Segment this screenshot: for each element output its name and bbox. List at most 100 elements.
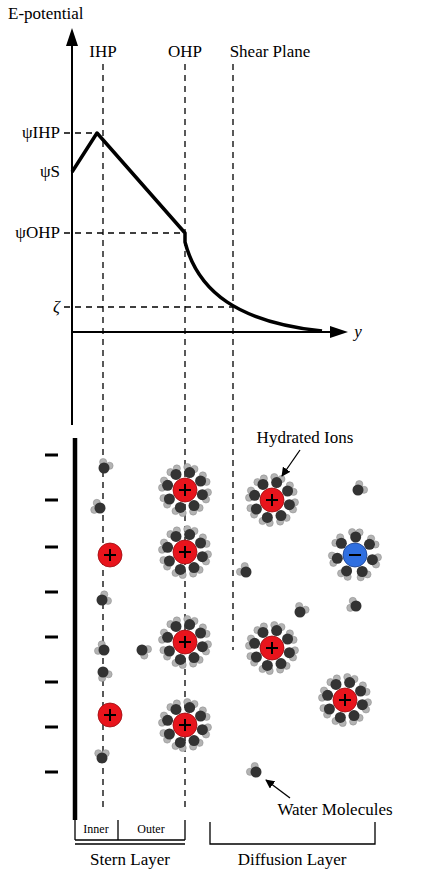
plus-sign: [179, 546, 191, 558]
oxygen-atom: [164, 729, 175, 740]
water-molecule: [246, 763, 261, 778]
oxygen-atom: [195, 538, 206, 549]
oxygen-atom: [332, 553, 343, 564]
water-molecule: [167, 465, 182, 480]
ions-and-water: [91, 458, 382, 777]
oxygen-atom: [364, 539, 375, 550]
hydrated-ion: [328, 529, 381, 581]
layer-label: Stern Layer: [90, 851, 170, 870]
water-molecule: [189, 562, 204, 577]
plus-sign: [266, 642, 278, 654]
oxygen-atom: [171, 704, 182, 715]
water-molecule: [189, 500, 204, 515]
water-molecule: [158, 712, 173, 726]
water-molecule: [284, 499, 299, 513]
oxygen-atom: [251, 504, 262, 515]
water-molecule: [284, 647, 299, 661]
layer-label: Inner: [83, 823, 108, 836]
oxygen-atom: [258, 627, 269, 638]
potential-label: ψIHP: [22, 124, 60, 143]
oxygen-atom: [271, 625, 282, 636]
oxygen-atom: [271, 477, 282, 488]
water-molecule: [197, 551, 212, 565]
level-line: [64, 306, 233, 307]
stern-bracket: [75, 843, 185, 844]
zeta-label: ζ: [53, 298, 60, 317]
water-molecule: [349, 710, 364, 725]
water-molecule: [184, 525, 198, 540]
oxygen-atom: [95, 503, 106, 514]
callout-label: Hydrated Ions: [257, 429, 354, 448]
oxygen-atom: [162, 632, 173, 643]
oxygen-atom: [171, 469, 182, 480]
oxygen-atom: [249, 490, 260, 501]
water-molecule: [189, 735, 204, 750]
water-molecule: [282, 630, 297, 645]
anion: [343, 543, 367, 567]
plus-sign: [339, 694, 351, 706]
plus-sign: [179, 719, 191, 731]
water-molecule: [98, 667, 113, 682]
oxygen-atom: [171, 621, 182, 632]
water-molecule: [172, 502, 186, 517]
water-molecule: [236, 563, 251, 578]
water-molecule: [349, 529, 364, 543]
oxygen-atom: [195, 476, 206, 487]
oxygen-atom: [341, 565, 352, 576]
cation: [173, 713, 197, 737]
water-molecule: [160, 494, 175, 509]
hydrated-ion: [245, 473, 298, 526]
water-molecule: [172, 654, 186, 669]
water-molecule: [167, 527, 182, 542]
oxygen-atom: [276, 510, 287, 521]
cation: [260, 488, 284, 512]
potential-label: ψOHP: [15, 224, 60, 243]
oxygen-atom: [350, 532, 361, 543]
oxygen-atom: [336, 538, 347, 549]
oxygen-atom: [99, 463, 110, 474]
oxygen-atom: [344, 677, 355, 688]
water-molecule: [95, 750, 110, 764]
water-molecule: [259, 512, 273, 527]
axis-arrowhead: [330, 326, 348, 338]
layer-brackets: [75, 820, 375, 844]
oxygen-atom: [282, 486, 293, 497]
plus-sign: [104, 549, 116, 561]
surface-charges: [45, 455, 58, 772]
ihp-line: [102, 64, 103, 812]
water-molecule: [94, 641, 109, 656]
water-molecule: [259, 660, 273, 675]
oxygen-atom: [175, 737, 186, 748]
oxygen-atom: [137, 645, 148, 656]
water-molecule: [245, 487, 260, 501]
axis-label: y: [354, 323, 362, 342]
oxygen-atom: [357, 566, 368, 577]
oxygen-atom: [241, 567, 252, 578]
water-molecule: [328, 552, 342, 566]
hydrated-ion: [158, 525, 211, 578]
water-molecule: [295, 602, 310, 617]
water-molecule: [160, 729, 175, 744]
water-molecule: [167, 700, 182, 715]
oxygen-atom: [189, 652, 200, 663]
inner-outer-bracket: [75, 820, 185, 840]
oxygen-atom: [324, 704, 335, 715]
oxygen-atom: [184, 619, 195, 630]
oxygen-atom: [164, 646, 175, 657]
water-molecule: [160, 556, 175, 571]
cation: [333, 688, 357, 712]
adsorbed-ion: [98, 543, 122, 567]
minus-sign: [349, 554, 361, 556]
oxygen-atom: [189, 500, 200, 511]
leader-arrow: [282, 450, 300, 476]
oxygen-atom: [335, 712, 346, 723]
cation: [173, 540, 197, 564]
water-molecule: [158, 539, 173, 553]
oxygen-atom: [262, 660, 273, 671]
oxygen-atom: [162, 715, 173, 726]
water-molecule: [318, 687, 333, 701]
plane-label: IHP: [89, 43, 116, 62]
oxygen-atom: [99, 645, 110, 656]
oxygen-atom: [355, 686, 366, 697]
oxygen-atom: [349, 710, 360, 721]
